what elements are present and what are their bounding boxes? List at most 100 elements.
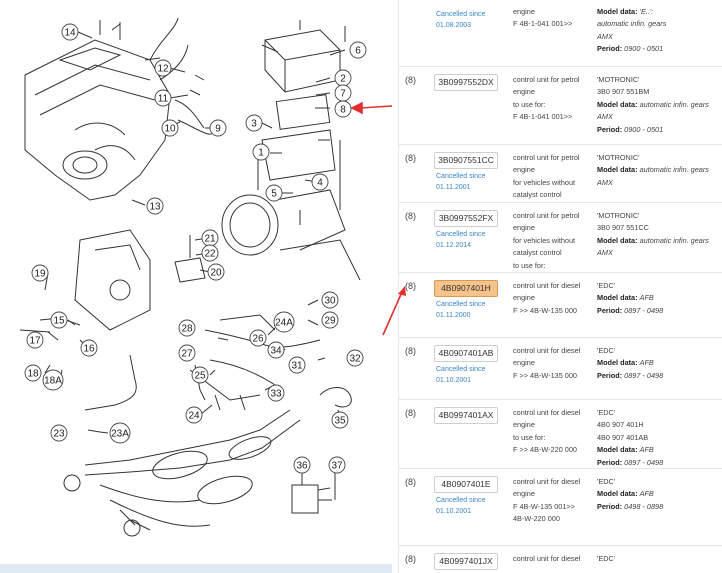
quantity-label: (8) — [405, 554, 416, 564]
callout-35: 35 — [331, 411, 349, 429]
svg-text:37: 37 — [331, 461, 343, 472]
parts-row: (8) 4B0997401JX control unit for diesel 'ED… — [399, 545, 722, 573]
callout-13: 13 — [146, 197, 164, 215]
info-label: Model data: — [597, 99, 638, 109]
info-line: 'EDC' — [597, 407, 719, 419]
part-number-button[interactable]: 4B0907401AB — [434, 345, 498, 362]
description-line: control unit for diesel — [513, 346, 581, 355]
info-value: AMX — [597, 177, 613, 187]
info-line: Period: 0897 - 0498 — [597, 305, 719, 317]
info-label: Period: — [597, 370, 623, 380]
info-value: 'EDC' — [597, 281, 616, 290]
info-label: Model data: — [597, 293, 638, 303]
svg-text:15: 15 — [53, 316, 65, 327]
info-line: AMX — [597, 111, 719, 123]
parts-list-panel[interactable]: Cancelled since 01.08.2003 engine F 4B-1-04… — [398, 0, 722, 573]
info-label: Period: — [597, 124, 623, 134]
part-number-button[interactable]: 4B0997401AX — [434, 407, 498, 424]
callout-20: 20 — [207, 263, 225, 281]
info-value: 0897 - 0498 — [624, 305, 664, 315]
part-number-button[interactable]: 3B0997552DX — [434, 74, 498, 91]
info-line: Model data: AFB — [597, 292, 719, 304]
model-info: 'EDC' — [597, 553, 719, 565]
info-line: Model data: 'E..': — [597, 6, 719, 18]
callout-16: 16 — [80, 339, 98, 357]
description-line: catalyst control — [513, 190, 562, 200]
description-line: F 4B-1-041 001>> — [513, 19, 573, 29]
info-value: 4B0 907 401H — [597, 420, 644, 430]
info-value: 'MOTRONIC' — [597, 153, 640, 162]
info-value: 4B0 907 401AB — [597, 432, 649, 442]
info-value: 3B0 907 551BM — [597, 87, 650, 97]
description-line: control unit for diesel — [513, 281, 581, 290]
callout-17: 17 — [26, 331, 44, 349]
svg-text:27: 27 — [181, 349, 193, 360]
description-line: engine — [513, 489, 535, 499]
quantity-label: (8) — [405, 211, 416, 221]
part-number-button[interactable]: 4B0907401H — [434, 280, 498, 297]
control-unit-cover-shape — [264, 29, 341, 93]
engine-block-shape — [24, 39, 171, 201]
description-line: engine — [513, 223, 535, 233]
quantity-label: (8) — [405, 153, 416, 163]
cancelled-since-date: 01.10.2001 — [436, 508, 472, 515]
info-value: 0900 - 0501 — [624, 44, 664, 54]
callout-24: 24 — [185, 406, 203, 424]
info-line: automatic infin. gears — [597, 18, 719, 30]
part-number-button[interactable]: 4B0907401E — [434, 476, 498, 493]
callout-7: 7 — [334, 84, 352, 102]
svg-text:23: 23 — [53, 429, 65, 440]
info-label: Model data: — [597, 489, 638, 499]
svg-text:6: 6 — [355, 46, 361, 57]
info-line: AMX — [597, 247, 719, 259]
description-line: engine — [513, 420, 535, 430]
callout-10: 10 — [161, 119, 179, 137]
svg-text:8: 8 — [340, 105, 346, 116]
callout-21: 21 — [201, 229, 219, 247]
info-line: Model data: automatic infin. gears — [597, 99, 719, 111]
description-line: control unit for petrol — [513, 75, 580, 84]
svg-text:36: 36 — [296, 461, 308, 472]
quantity-label: (8) — [405, 281, 416, 291]
description-line: 4B-W-220 000 — [513, 514, 560, 524]
info-value: AFB — [639, 445, 654, 455]
callout-32: 32 — [346, 349, 364, 367]
info-line: Model data: automatic infin. gears — [597, 164, 719, 176]
part-number-button[interactable]: 3B0907551CC — [434, 152, 498, 169]
info-line: 'MOTRONIC' — [597, 152, 719, 164]
svg-text:35: 35 — [334, 416, 346, 427]
callout-24a: 24A — [273, 311, 295, 333]
part-description: control unit for diesel — [513, 553, 593, 565]
info-line: 'EDC' — [597, 345, 719, 357]
description-line: F 4B-W-135 001>> — [513, 501, 575, 511]
svg-text:31: 31 — [291, 361, 303, 372]
cancelled-since-date: 01.08.2003 — [436, 22, 472, 29]
description-line: engine — [513, 7, 535, 16]
description-line: engine — [513, 87, 535, 97]
callout-1: 1 — [252, 143, 270, 161]
info-value: 'MOTRONIC' — [597, 211, 640, 220]
info-value: AFB — [639, 358, 654, 368]
description-line: control unit for diesel — [513, 408, 581, 417]
callout-28: 28 — [178, 319, 196, 337]
callout-4: 4 — [311, 173, 329, 191]
part-number-button[interactable]: 4B0997401JX — [434, 553, 498, 570]
description-line: engine — [513, 165, 535, 175]
cancelled-since-label: Cancelled since — [436, 301, 486, 308]
part-number-button[interactable]: 3B0997552FX — [434, 210, 498, 227]
info-value: 0897 - 0498 — [624, 457, 664, 467]
svg-text:13: 13 — [149, 202, 161, 213]
callout-14: 14 — [61, 23, 79, 41]
callout-23: 23 — [50, 424, 68, 442]
quantity-label: (8) — [405, 408, 416, 418]
svg-text:18A: 18A — [44, 376, 62, 387]
callout-27: 27 — [178, 344, 196, 362]
svg-text:4: 4 — [317, 178, 323, 189]
svg-text:24: 24 — [188, 411, 200, 422]
